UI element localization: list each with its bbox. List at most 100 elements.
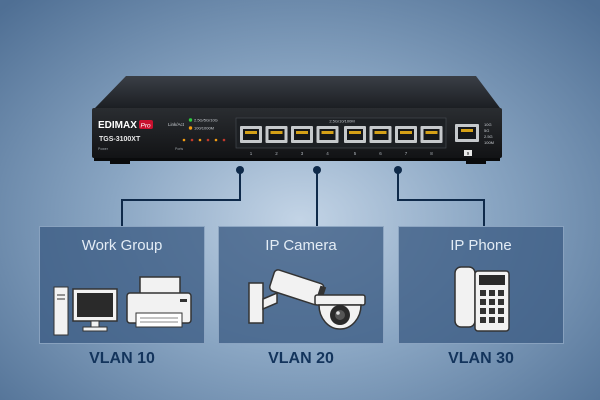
rj45-port-contacts <box>374 131 387 134</box>
rj45-port-socket <box>294 129 310 140</box>
status-led-icon <box>222 138 226 142</box>
rj45-port-socket <box>243 129 259 140</box>
ip-phone-box: IP Phone <box>398 226 564 344</box>
desk-phone-icon <box>454 266 510 332</box>
port-number-label: 4 <box>326 151 329 156</box>
led-orange-icon <box>188 126 193 130</box>
port-number-label: 3 <box>301 151 304 156</box>
rj45-port-socket <box>372 129 389 140</box>
power-label: Power <box>98 147 109 151</box>
uplink-port-number: 9 <box>467 151 470 156</box>
status-led-icon <box>214 138 218 142</box>
desktop-computer-icon <box>53 286 118 336</box>
port-number-label: 5 <box>354 151 357 156</box>
link-act-label: Link/Act <box>168 122 185 127</box>
status-led-icon <box>198 138 202 142</box>
switch-bottom-edge <box>94 158 500 161</box>
model-label: TGS-3100XT <box>99 136 141 143</box>
ip-phone-title: IP Phone <box>450 237 512 254</box>
rj45-port-contacts <box>321 131 334 134</box>
rj45-port: 7 <box>395 126 417 156</box>
status-led-icon <box>206 138 210 142</box>
connector-dot <box>394 166 402 174</box>
rj45-port: 8 <box>420 126 443 156</box>
ip-phone-devices <box>454 266 510 332</box>
phone-key <box>480 290 486 296</box>
connector-line-vlan10 <box>121 170 241 226</box>
work-group-title: Work Group <box>81 237 163 254</box>
dome-camera-icon <box>314 294 366 330</box>
rj45-port-socket <box>319 129 336 140</box>
phone-key <box>489 299 495 305</box>
port-number-label: 2 <box>275 151 278 156</box>
rj45-port-contacts <box>400 131 412 134</box>
switch-foot <box>466 160 486 164</box>
work-group-devices <box>53 276 192 336</box>
uplink-speed-label: 100M <box>484 140 494 145</box>
port-number-label: 6 <box>379 151 382 156</box>
led-green-icon <box>188 118 193 122</box>
rj45-port: 1 <box>240 126 262 156</box>
phone-key <box>498 317 504 323</box>
port-number-label: 8 <box>430 151 433 156</box>
network-switch: EDIMAX Pro TGS-3100XT Power Ports Link/A… <box>92 76 502 164</box>
rj45-port-socket <box>347 129 363 140</box>
rj45-ports: 1 2 3 4 5 6 7 8 <box>240 126 443 156</box>
phone-key <box>498 290 504 296</box>
printer-icon <box>126 276 192 328</box>
connector-line-vlan30 <box>397 170 485 226</box>
switch-foot <box>110 160 130 164</box>
ip-camera-title: IP Camera <box>265 237 337 254</box>
rj45-port-contacts <box>245 131 257 134</box>
pro-badge-label: Pro <box>141 123 152 130</box>
rj45-port: 5 <box>344 126 366 156</box>
rj45-port-socket <box>268 129 285 140</box>
uplink-speed-label: 10G <box>484 122 492 127</box>
phone-key <box>489 317 495 323</box>
connector-dot <box>313 166 321 174</box>
brand-logo: EDIMAX <box>98 120 137 131</box>
phone-key <box>480 299 486 305</box>
phone-key <box>480 317 486 323</box>
rj45-port-socket <box>398 129 414 140</box>
ports-label: Ports <box>175 147 183 151</box>
port-number-label: 7 <box>405 151 408 156</box>
port-number-label: 1 <box>250 151 253 156</box>
phone-key <box>489 290 495 296</box>
rj45-port-contacts <box>270 131 283 134</box>
status-led-icon <box>182 138 186 142</box>
phone-key <box>498 299 504 305</box>
speed-legend-2: 100/1000M <box>194 126 214 131</box>
work-group-box: Work Group <box>39 226 205 344</box>
phone-key <box>498 308 504 314</box>
speed-legend-1: 2.5G/5G/10G <box>194 118 218 123</box>
rj45-port-contacts <box>296 131 308 134</box>
connector-dot <box>236 166 244 174</box>
phone-key <box>489 308 495 314</box>
port-group-label: 2.5G/10/100M <box>329 119 354 124</box>
ip-camera-box: IP Camera <box>218 226 384 344</box>
rj45-port-contacts <box>425 131 438 134</box>
ip-camera-devices <box>248 269 366 330</box>
port-status-leds <box>182 138 226 142</box>
uplink-speed-label: 2.5G <box>484 134 493 139</box>
pro-badge <box>139 120 153 129</box>
uplink-port-contacts <box>461 129 473 132</box>
switch-top-panel <box>95 76 500 108</box>
vlan-20-label: VLAN 20 <box>268 350 334 367</box>
phone-key <box>480 308 486 314</box>
rj45-port: 4 <box>316 126 339 156</box>
status-led-icon <box>190 138 194 142</box>
rj45-port-socket <box>423 129 440 140</box>
rj45-port-contacts <box>349 131 361 134</box>
uplink-port: 9 <box>455 124 479 156</box>
uplink-speed-label: 5G <box>484 128 489 133</box>
uplink-port-number-box <box>464 150 472 156</box>
rj45-port: 6 <box>369 126 392 156</box>
vlan-30-label: VLAN 30 <box>448 350 514 367</box>
rj45-port: 2 <box>265 126 288 156</box>
vlan-10-label: VLAN 10 <box>89 350 155 367</box>
rj45-port: 3 <box>291 126 313 156</box>
